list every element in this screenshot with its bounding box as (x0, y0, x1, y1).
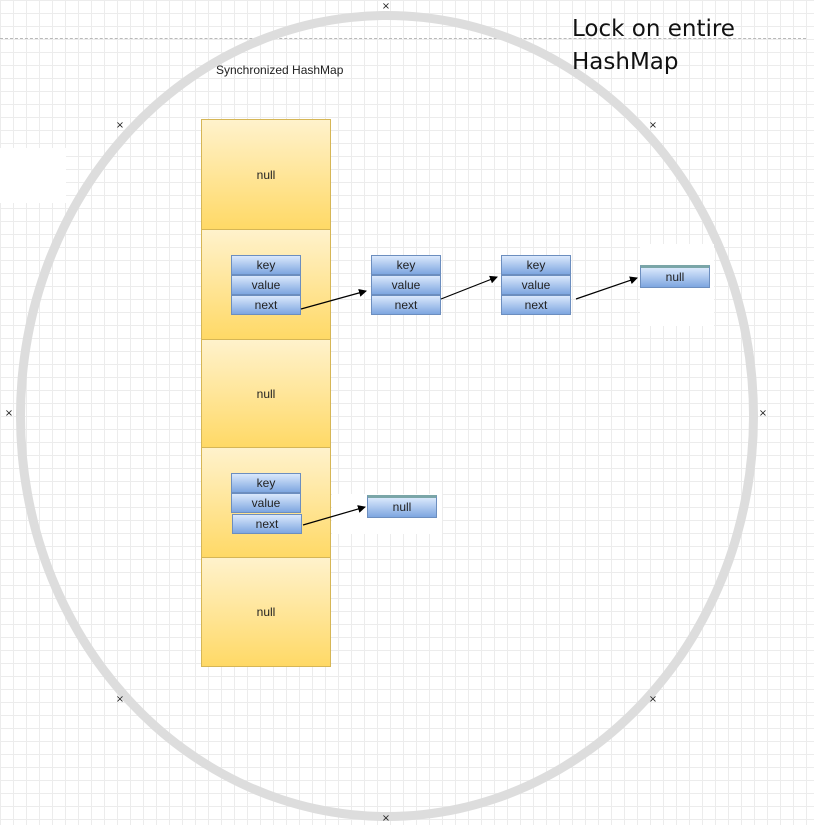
bucket-0[interactable]: null (201, 119, 331, 230)
null-node[interactable]: null (367, 495, 437, 518)
entry-key-cell[interactable]: key (501, 255, 571, 275)
blank-patch (0, 148, 66, 203)
next-pointer-arrow[interactable] (300, 289, 367, 310)
diagram-title: Synchronized HashMap (216, 63, 344, 77)
null-node[interactable]: null (640, 265, 710, 288)
lock-annotation: Lock on entire HashMap (572, 13, 735, 79)
entry-next-cell[interactable]: next (231, 295, 301, 315)
bucket-label: null (256, 386, 276, 401)
entry-value-cell[interactable]: value (371, 275, 441, 295)
entry-next-cell[interactable]: next (501, 295, 571, 315)
resize-handle-right[interactable]: × (758, 408, 768, 419)
resize-handle-left[interactable]: × (4, 408, 14, 419)
next-pointer-arrow[interactable] (575, 276, 638, 300)
lock-ring[interactable] (16, 11, 758, 821)
bucket-label: null (256, 605, 276, 619)
resize-handle-bottom-left[interactable]: × (115, 694, 125, 705)
lock-annotation-line2: HashMap (572, 49, 679, 75)
entry-value-cell[interactable]: value (231, 275, 301, 295)
entry-value-cell[interactable]: value (501, 275, 571, 295)
next-pointer-arrow[interactable] (440, 275, 498, 300)
bucket-label: null (256, 167, 276, 182)
entry-next-cell[interactable]: next (232, 514, 302, 534)
entry-next-cell[interactable]: next (371, 295, 441, 315)
entry-key-cell[interactable]: key (231, 255, 301, 275)
next-pointer-arrow[interactable] (302, 505, 366, 526)
resize-handle-top[interactable]: × (381, 1, 391, 12)
resize-handle-bottom[interactable]: × (381, 813, 391, 824)
bucket-4[interactable]: null (201, 557, 331, 667)
lock-annotation-line1: Lock on entire (572, 16, 735, 42)
resize-handle-top-left[interactable]: × (115, 120, 125, 131)
entry-key-cell[interactable]: key (231, 473, 301, 493)
entry-key-cell[interactable]: key (371, 255, 441, 275)
bucket-2[interactable]: null (201, 339, 331, 448)
resize-handle-bottom-right[interactable]: × (648, 694, 658, 705)
entry-value-cell[interactable]: value (231, 493, 301, 513)
resize-handle-top-right[interactable]: × (648, 120, 658, 131)
